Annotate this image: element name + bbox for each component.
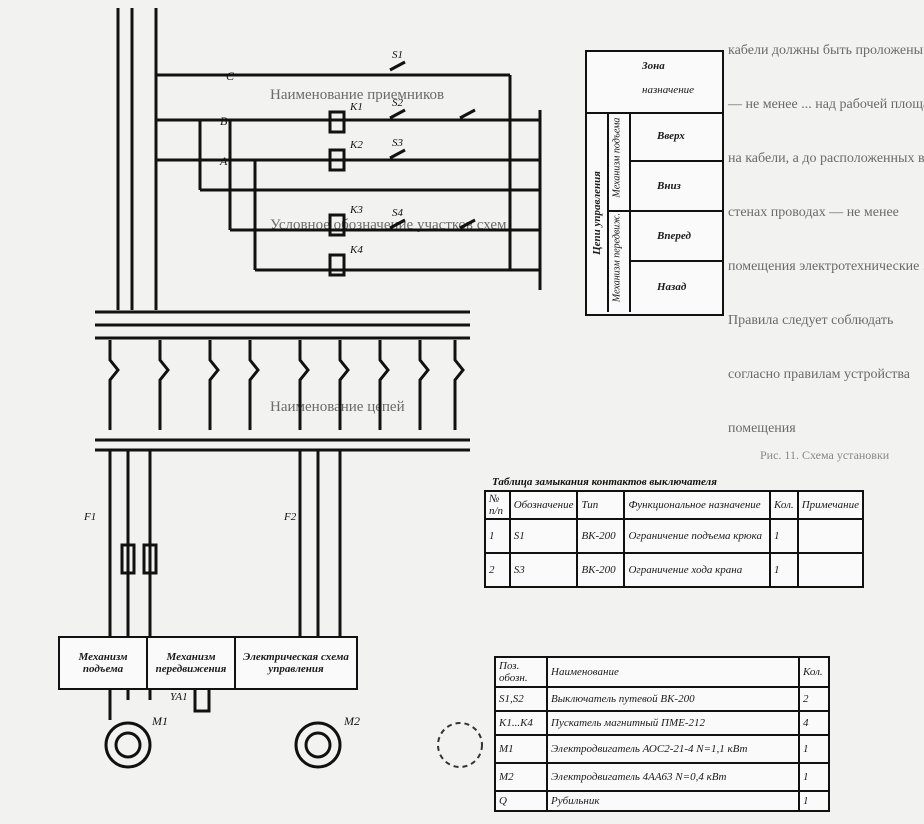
label-k2: K2 [349,139,363,151]
table-row: K1...K4 Пускатель магнитный ПМЕ-212 4 [494,710,830,736]
label-s2: S2 [392,97,404,109]
label-line-b: B [220,114,228,128]
label-f2: F2 [283,511,297,523]
label-k1: K1 [349,101,363,113]
table-row: M2 Электродвигатель 4АА63 N=0,4 кВт 1 [494,762,830,792]
label-line-a: A [219,154,228,168]
background-text-right: кабели должны быть проложены — не менее … [728,43,924,436]
label-m1: M1 [151,714,168,728]
label-k4: K4 [349,244,363,256]
zone-sub-col: Механизм подъема Механизм передвиж. [607,112,631,312]
zone-cell-up: Вверх [629,112,722,162]
label-ya1: YA1 [170,691,188,703]
figure-caption: Рис. 11. Схема установки [760,448,890,462]
label-line-c: C [226,69,235,83]
zone-cell-forward: Вперед [629,212,722,262]
label-s3: S3 [392,137,404,149]
parts-table: Поз. обозн. Наименование Кол. S1,S2 Выкл… [494,656,830,812]
label-s1: S1 [392,49,403,61]
switch-table-title: Таблица замыкания контактов выключателя [492,476,717,488]
table-row: M1 Электродвигатель АОС2-21-4 N=1,1 кВт … [494,734,830,764]
zone-header: Зона назначение [587,52,722,114]
table-row: S1,S2 Выключатель путевой ВК-200 2 [494,686,830,712]
table-row: 1 S1 ВК-200 Ограничение подъема крюка 1 [484,518,865,554]
label-k3: K3 [349,204,363,216]
label-f1: F1 [83,511,96,523]
switch-table: № п/п Обозначение Тип Функциональное наз… [484,490,865,588]
zone-group-col: Цепи управления [587,112,609,312]
zone-table: Зона назначение Цепи управления Механизм… [585,50,724,316]
label-s4: S4 [392,207,404,219]
table-row: 2 S3 ВК-200 Ограничение хода крана 1 [484,552,865,588]
zone-cell-back: Назад [657,281,687,293]
bottom-left-table: Механизм подъема Механизм передвижения Э… [58,636,358,690]
zone-cell-down: Вниз [629,162,722,212]
table-row: Q Рубильник 1 [494,790,830,812]
label-m2: M2 [343,714,360,728]
